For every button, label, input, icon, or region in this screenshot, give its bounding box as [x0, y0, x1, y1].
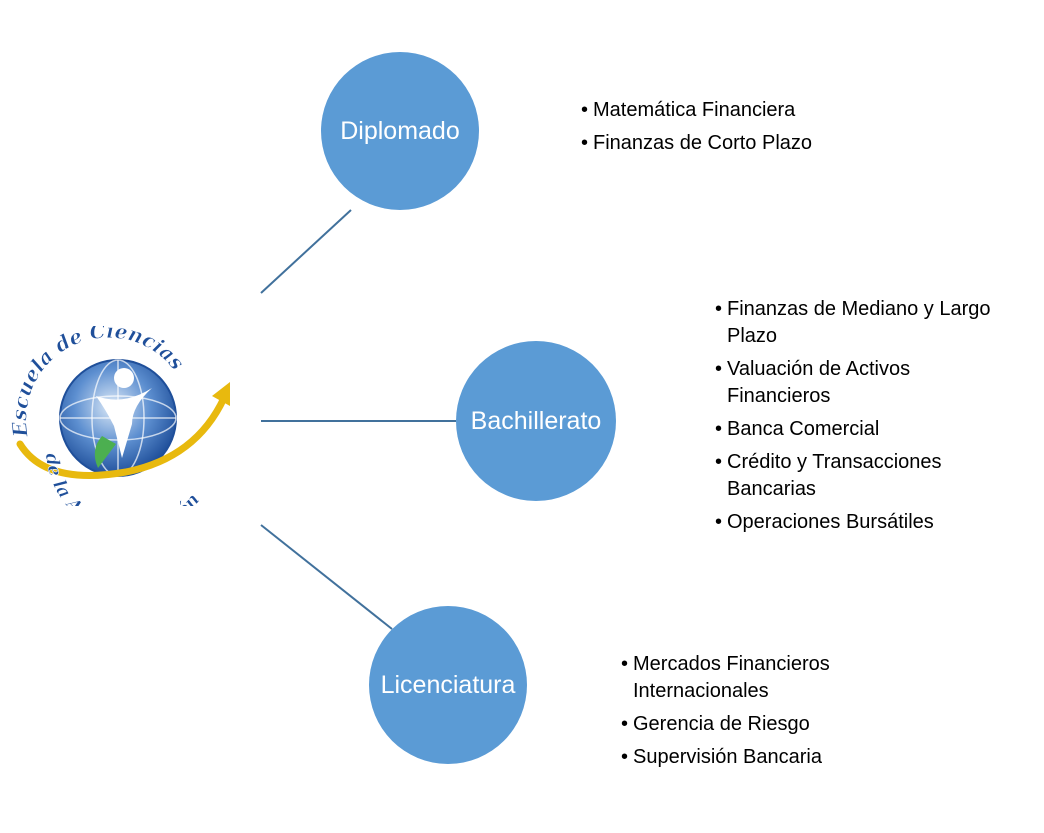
list-item: Valuación de Activos Financieros — [715, 356, 987, 410]
list-item: Operaciones Bursátiles — [715, 509, 1035, 536]
node-licenciatura: Licenciatura — [369, 606, 527, 764]
list-item: Crédito y Transacciones Bancarias — [715, 449, 1007, 503]
diplomado-course-list: Matemática Financiera Finanzas de Corto … — [581, 97, 881, 163]
list-item: Gerencia de Riesgo — [621, 711, 881, 738]
connector-licenciatura — [260, 524, 393, 630]
list-item: Finanzas de Corto Plazo — [581, 130, 881, 157]
node-label: Licenciatura — [380, 670, 516, 699]
figure-icon — [94, 368, 152, 468]
school-logo: Escuela de Ciencias de la Administración — [6, 318, 236, 541]
list-item: Banca Comercial — [715, 416, 1035, 443]
node-diplomado: Diplomado — [321, 52, 479, 210]
orbit-arrow-icon — [16, 382, 230, 479]
connector-diplomado — [260, 209, 352, 294]
list-item: Finanzas de Mediano y Largo Plazo — [715, 296, 1035, 350]
licenciatura-course-list: Mercados Financieros Internacionales Ger… — [621, 651, 881, 777]
list-item: Supervisión Bancaria — [621, 744, 881, 771]
node-bachillerato: Bachillerato — [456, 341, 616, 501]
list-item: Matemática Financiera — [581, 97, 881, 124]
bachillerato-course-list: Finanzas de Mediano y Largo Plazo Valuac… — [715, 296, 1035, 542]
node-label: Bachillerato — [470, 406, 602, 435]
node-label: Diplomado — [340, 116, 460, 145]
list-item: Mercados Financieros Internacionales — [621, 651, 881, 705]
